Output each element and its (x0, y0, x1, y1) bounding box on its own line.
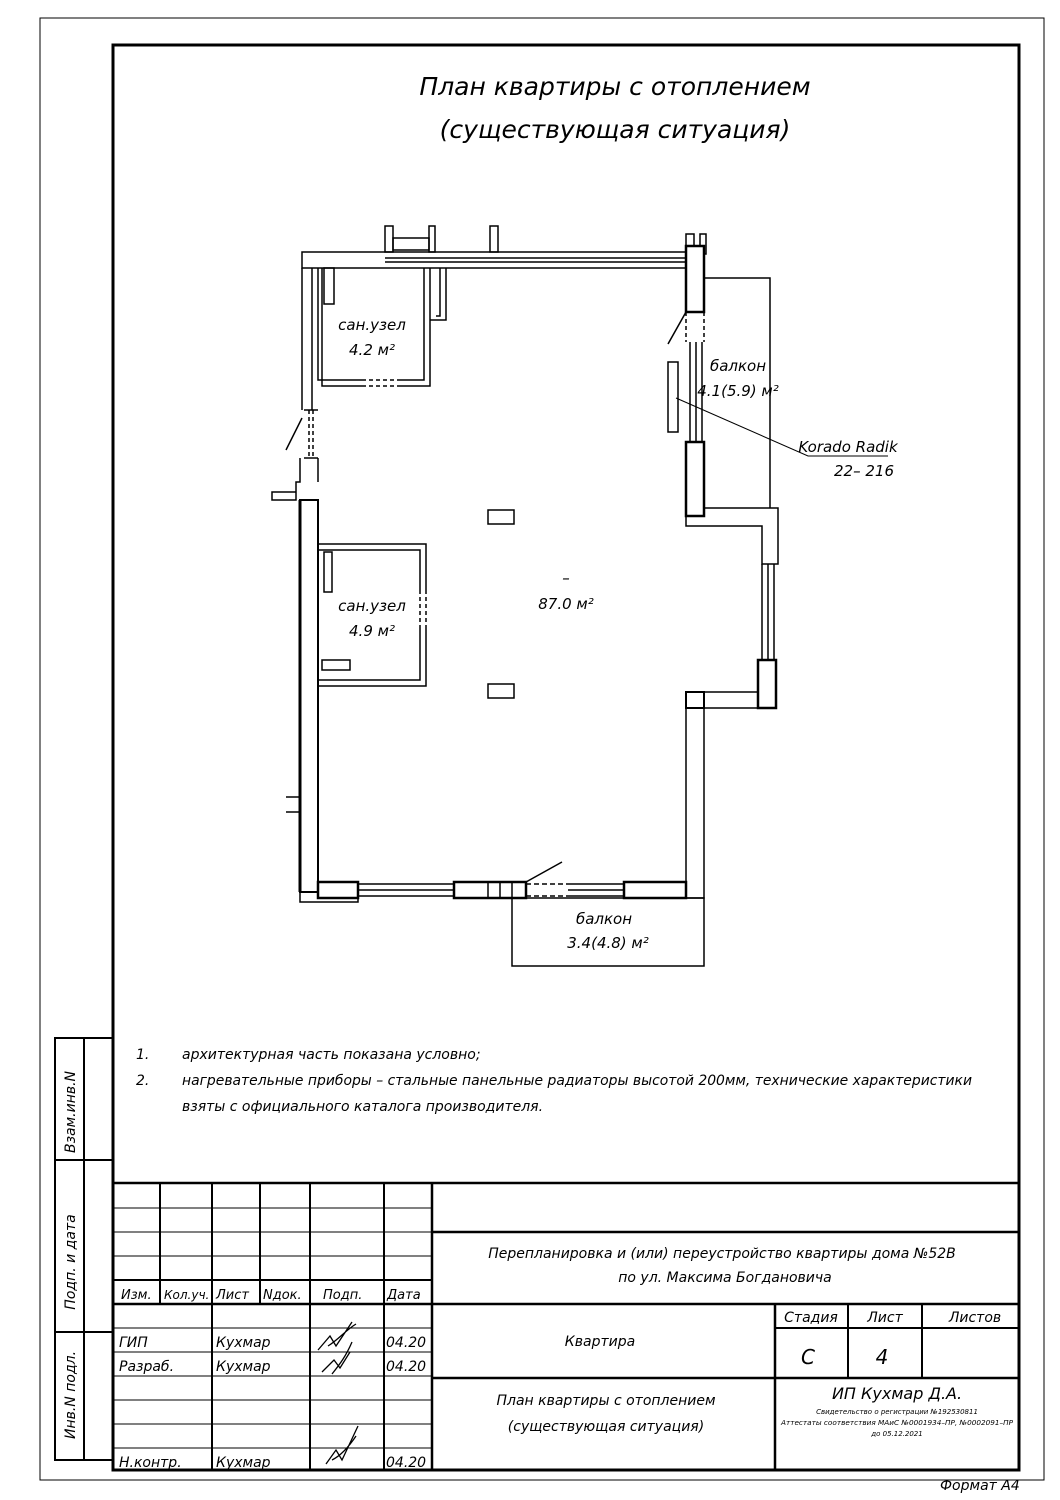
stamp-org: ИП Кухмар Д.А. (832, 1384, 962, 1403)
stamp-header-izm: Изм. (121, 1288, 152, 1303)
bottom-wall (316, 704, 705, 900)
title-block-grid (111, 1181, 1021, 1472)
radiator-leader-line (675, 397, 888, 457)
stamp-row2-role: Разраб. (119, 1359, 174, 1375)
room-wc2-name: сан.узел (338, 597, 406, 615)
radiator-model: 22– 216 (834, 462, 894, 480)
stamp-header-list: Лист (215, 1288, 249, 1303)
stamp-sheet-label: Лист (866, 1310, 903, 1326)
note-1-num: 1. (136, 1047, 149, 1063)
top-wall (301, 225, 707, 269)
note-1-text: архитектурная часть показана условно; (182, 1047, 481, 1063)
bathroom-2-walls (318, 543, 427, 687)
radiator-brand: Korado Radik (798, 438, 899, 456)
drawing-title-line2: (существующая ситуация) (440, 115, 791, 144)
top-balcony-outline (704, 277, 771, 508)
stamp-header-kolvo: Кол.уч. (164, 1288, 209, 1302)
outer-trim-frame (39, 17, 1045, 1481)
stamp-row2-date: 04.20 (386, 1359, 426, 1375)
column-lower (487, 683, 515, 699)
left-door-swing (285, 417, 303, 451)
stamp-row3-name: Кухмар (216, 1455, 271, 1471)
bathroom-1-walls (317, 267, 447, 387)
stamp-stage-label: Стадия (784, 1310, 838, 1326)
stamp-object: Квартира (565, 1334, 635, 1350)
stamp-project-line2: по ул. Максима Богдановича (618, 1270, 832, 1286)
side-stamp-vzam: Взам.инв.N (63, 1070, 79, 1153)
right-wall (667, 244, 779, 898)
side-stamp-podp: Подп. и дата (63, 1214, 79, 1309)
signature-1 (317, 1321, 357, 1375)
stamp-sheet-value: 4 (876, 1345, 889, 1369)
room-main-name: – (562, 569, 570, 587)
stamp-sheets-label: Листов (948, 1310, 1001, 1326)
bottom-balcony-outline (511, 897, 705, 967)
stamp-row3-role: Н.контр. (119, 1455, 182, 1471)
room-balcony2-name: балкон (576, 910, 632, 928)
note-2-text: нагревательные приборы – стальные панель… (182, 1073, 972, 1089)
drawing-title-line1: План квартиры с отоплением (419, 72, 810, 101)
stamp-row2-name: Кухмар (216, 1359, 271, 1375)
stamp-row1-date: 04.20 (386, 1335, 426, 1351)
room-wc1-area: 4.2 м² (349, 341, 395, 359)
stamp-row1-name: Кухмар (216, 1335, 271, 1351)
stamp-header-data: Дата (386, 1288, 421, 1303)
radiator (667, 361, 679, 433)
room-wc1-name: сан.узел (338, 316, 406, 334)
format-label: Формат А4 (940, 1478, 1020, 1494)
side-stamp-inv: Инв.N подл. (63, 1351, 79, 1439)
stamp-org-line1: Свидетельство о регистрации №192530811 (816, 1408, 978, 1416)
stamp-header-podp: Подп. (323, 1288, 362, 1303)
column-upper (487, 509, 515, 525)
signature-3 (325, 1425, 359, 1465)
room-main-area: 87.0 м² (538, 595, 594, 613)
room-balcony1-name: балкон (710, 357, 766, 375)
stamp-stage-value: С (801, 1345, 815, 1369)
signature-2 (321, 1351, 351, 1373)
stamp-org-line2: Аттестаты соответствия МАиС №0001934–ПР,… (780, 1419, 1014, 1427)
stamp-row3-date: 04.20 (386, 1455, 426, 1471)
note-2-num: 2. (136, 1073, 149, 1089)
stamp-org-line3: до 05.12.2021 (870, 1430, 922, 1438)
room-balcony2-area: 3.4(4.8) м² (567, 934, 649, 952)
stamp-sheet-title2: (существующая ситуация) (508, 1419, 704, 1435)
stamp-row1-role: ГИП (119, 1335, 148, 1351)
floor-plan (271, 225, 779, 967)
notes: 1. архитектурная часть показана условно;… (136, 1047, 972, 1115)
stamp-sheet-title1: План квартиры с отоплением (496, 1393, 715, 1409)
stamp-project-line1: Перепланировка и (или) переустройство кв… (488, 1246, 956, 1262)
room-balcony1-area: 4.1(5.9) м² (697, 382, 779, 400)
left-wall (271, 268, 359, 903)
stamp-header-ndok: Nдок. (263, 1288, 302, 1303)
room-wc2-area: 4.9 м² (349, 622, 395, 640)
note-3-text: взяты с официального каталога производит… (182, 1099, 543, 1115)
